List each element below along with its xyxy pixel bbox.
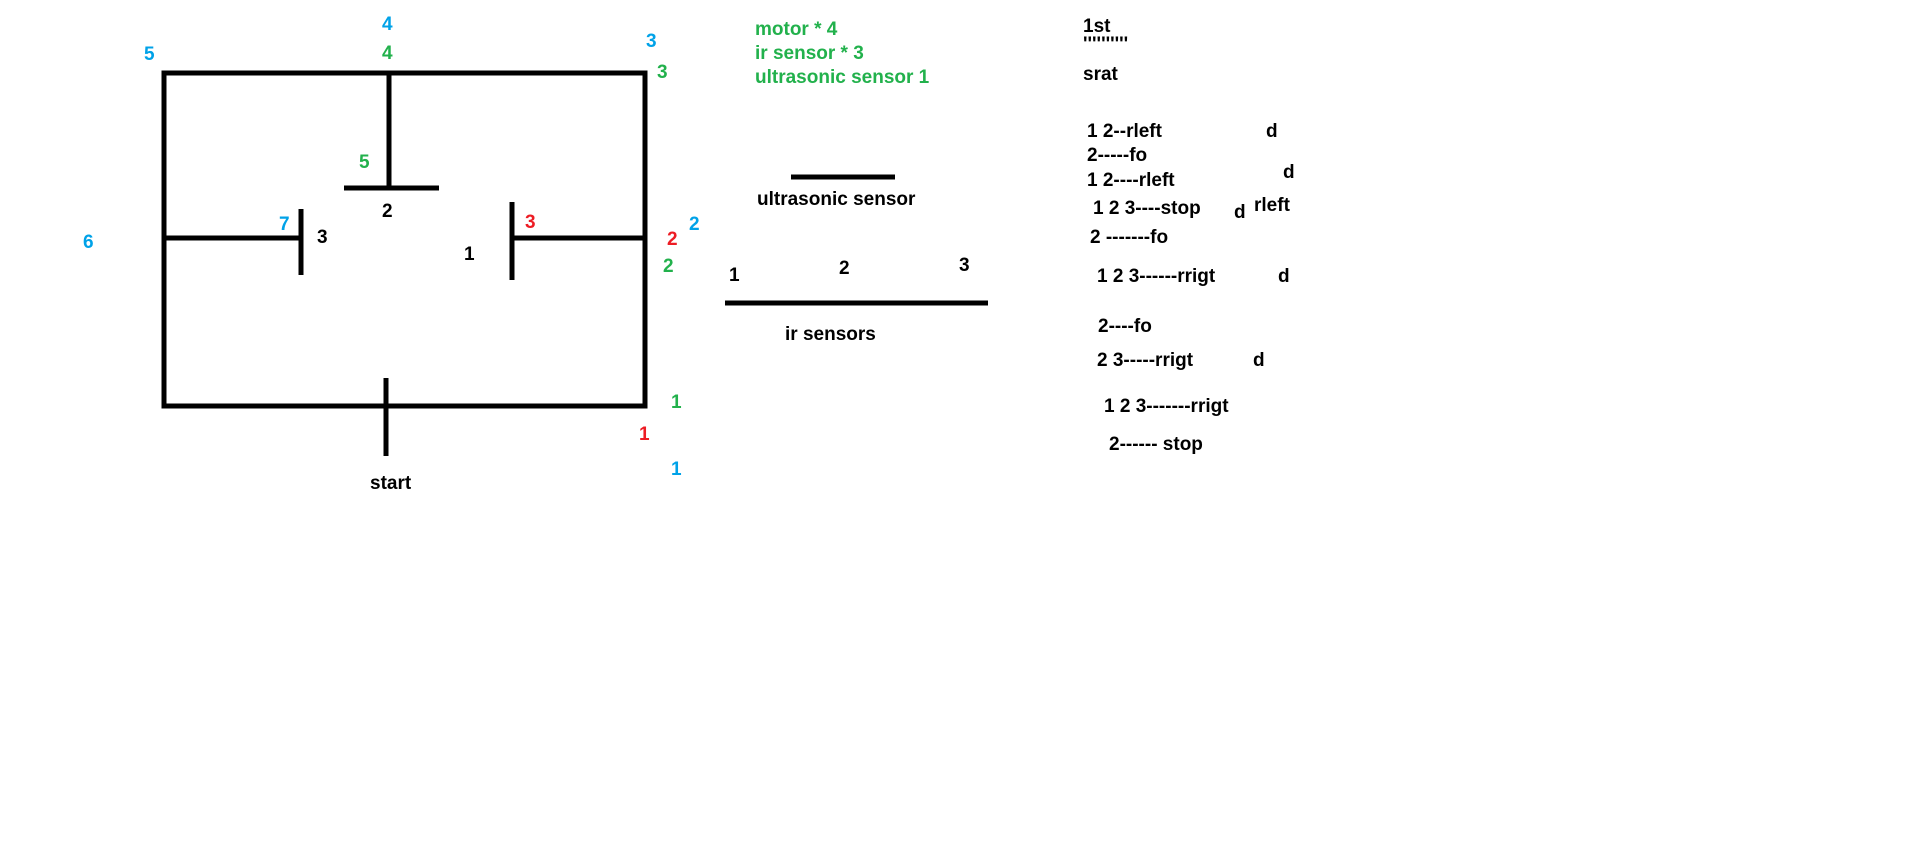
green-number-2: 2 (663, 256, 674, 277)
maze-diagram (161, 70, 648, 456)
left-sensor-number: 3 (317, 227, 328, 248)
logic-title-underline: '''''''''' (1083, 34, 1128, 55)
logic-row: 2 -------fo (1090, 227, 1168, 248)
logic-row: 1 2 3------rrigt (1097, 266, 1216, 287)
blue-number-5: 5 (144, 44, 155, 65)
logic-row: 2 3-----rrigt (1097, 350, 1194, 371)
blue-number-4: 4 (382, 14, 393, 35)
red-number-2: 2 (667, 229, 678, 250)
logic-row: d (1253, 350, 1265, 371)
logic-row: 2----fo (1098, 316, 1152, 337)
component-item: motor * 4 (755, 19, 838, 40)
blue-number-7: 7 (279, 214, 290, 235)
red-number-3: 3 (525, 212, 536, 233)
green-number-3: 3 (657, 62, 668, 83)
logic-row: 1 2 3----stop (1093, 198, 1201, 219)
logic-row: d (1283, 162, 1295, 183)
logic-notes: 1st '''''''''' srat 1 2--rleft d 2-----f… (1083, 16, 1295, 455)
logic-row: 2-----fo (1087, 145, 1147, 166)
red-number-1: 1 (639, 424, 650, 445)
logic-row: d (1234, 202, 1246, 223)
blue-number-1: 1 (671, 459, 682, 480)
logic-row: rleft (1254, 195, 1291, 216)
ir-sensors-label: ir sensors (785, 324, 876, 345)
logic-row: 1 2----rleft (1087, 170, 1175, 191)
green-number-4: 4 (382, 43, 393, 64)
logic-row: 1 2 3-------rrigt (1104, 396, 1229, 417)
ultrasonic-sensor-label: ultrasonic sensor (757, 189, 916, 210)
ir-sensor-number-1: 1 (729, 265, 740, 286)
green-number-1: 1 (671, 392, 682, 413)
green-number-5: 5 (359, 152, 370, 173)
component-item: ir sensor * 3 (755, 43, 864, 64)
logic-row: 1 2--rleft (1087, 121, 1163, 142)
component-item: ultrasonic sensor 1 (755, 67, 930, 88)
top-sensor-number: 2 (382, 201, 393, 222)
blue-number-6: 6 (83, 232, 94, 253)
logic-row: 2------ stop (1109, 434, 1203, 455)
logic-start-word: srat (1083, 64, 1119, 85)
ir-sensor-number-2: 2 (839, 258, 850, 279)
ir-sensor-number-3: 3 (959, 255, 970, 276)
component-list: motor * 4 ir sensor * 3 ultrasonic senso… (755, 19, 930, 88)
blue-number-3: 3 (646, 31, 657, 52)
logic-row: d (1278, 266, 1290, 287)
blue-number-2: 2 (689, 214, 700, 235)
logic-title: 1st (1083, 16, 1111, 37)
logic-row: d (1266, 121, 1278, 142)
start-label: start (370, 473, 412, 494)
right-sensor-number: 1 (464, 244, 475, 265)
